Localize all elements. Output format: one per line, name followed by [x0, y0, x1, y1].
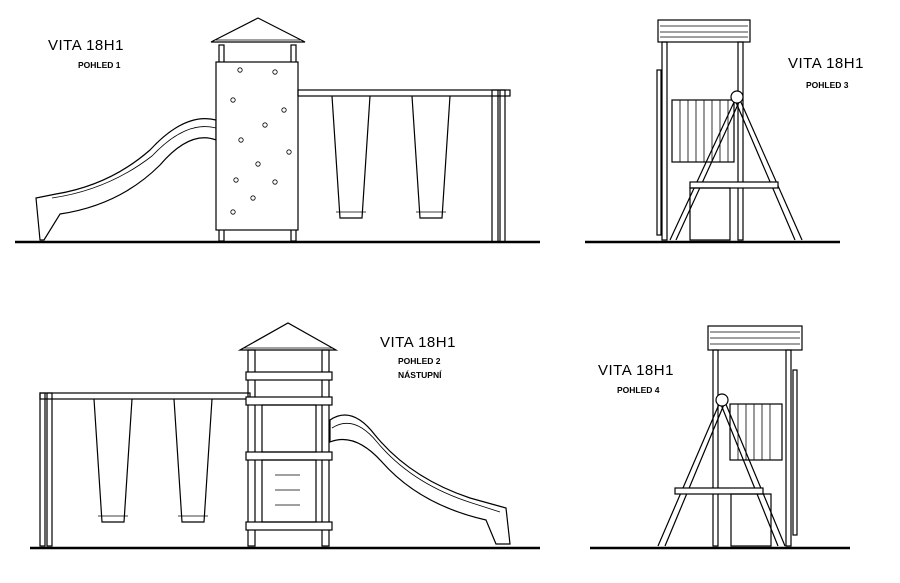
view-4-drawing: [590, 325, 850, 550]
railing-panel: [671, 99, 735, 163]
tower-roof: [237, 322, 339, 351]
a-frame-crossbar: [689, 181, 779, 189]
view-2-subtitle-2: NÁSTUPNÍ: [398, 370, 442, 380]
railing-panel: [729, 403, 783, 461]
slide: [329, 414, 511, 545]
entrance-ladder: [261, 459, 317, 523]
climbing-wall: [215, 61, 299, 231]
view-3-subtitle: POHLED 3: [806, 80, 849, 90]
view-3-title: VITA 18H1: [788, 55, 864, 72]
view-3-drawing: [585, 19, 840, 244]
swing-beam: [297, 89, 511, 97]
swing-beam: [39, 392, 251, 400]
slide: [35, 118, 217, 241]
view-2-subtitle: POHLED 2: [398, 356, 441, 366]
view-1-drawing: [15, 17, 540, 244]
swing-seats: [331, 95, 451, 219]
deck-beam: [245, 396, 333, 406]
tower-roof: [657, 19, 751, 43]
view-4-subtitle: POHLED 4: [617, 385, 660, 395]
view-1-title: VITA 18H1: [48, 37, 124, 54]
view-4-title: VITA 18H1: [598, 362, 674, 379]
view-2-drawing: [30, 322, 540, 550]
a-frame-crossbar: [674, 487, 764, 495]
climbing-holds: [230, 67, 292, 215]
view-2-title: VITA 18H1: [380, 334, 456, 351]
swing-seats: [93, 398, 213, 523]
view-1-subtitle: POHLED 1: [78, 60, 121, 70]
tower-roof: [210, 17, 306, 43]
